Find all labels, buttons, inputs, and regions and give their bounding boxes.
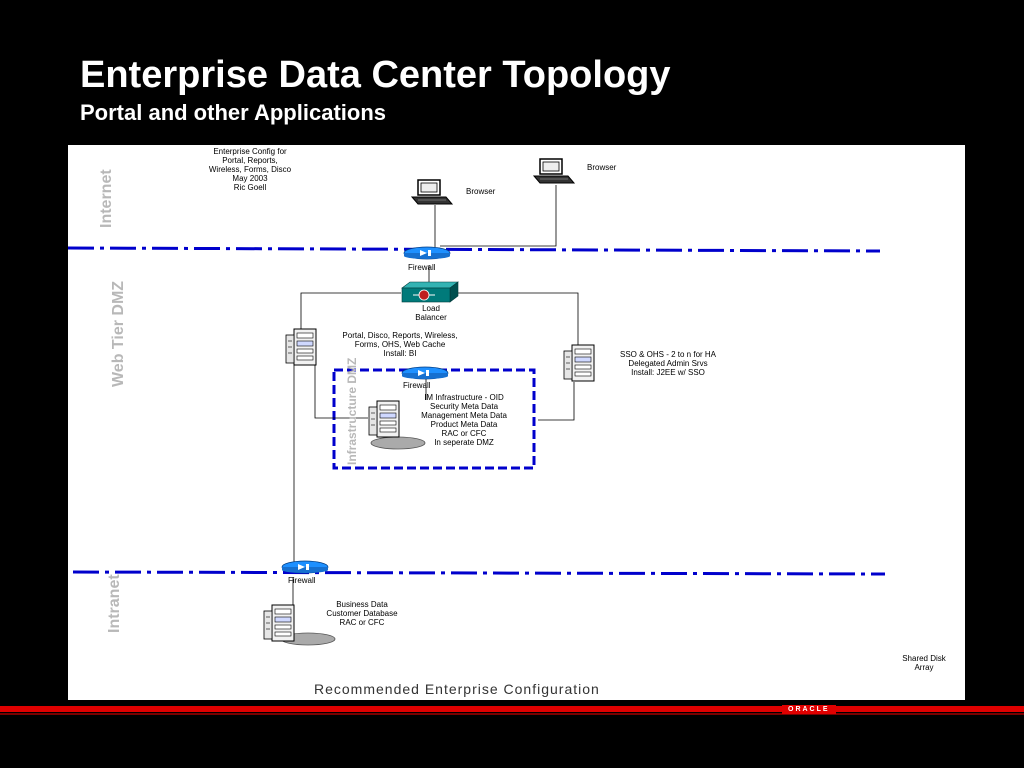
load-balancer-label-line: Load xyxy=(422,304,440,313)
business-data-label: Business Data Customer Database RAC or C… xyxy=(312,600,412,627)
diagram-graphics xyxy=(68,158,886,646)
connection-lines xyxy=(292,185,579,607)
im-infrastructure-label-line: Security Meta Data xyxy=(429,402,499,411)
shared-disk-label-line: Array xyxy=(914,663,934,672)
load-balancer-label: Load Balancer xyxy=(408,304,454,322)
oracle-logo: ORACLE xyxy=(782,705,836,714)
portal-server-label-line: Forms, OHS, Web Cache xyxy=(354,340,446,349)
sso-server-label-line: Delegated Admin Srvs xyxy=(628,359,708,368)
zone-label-internet: Internet xyxy=(98,169,115,228)
im-infrastructure-label-line: Product Meta Data xyxy=(430,420,498,429)
header-note-line: Wireless, Forms, Disco xyxy=(208,165,292,174)
slide-title: Enterprise Data Center Topology xyxy=(80,54,671,96)
header-note-line: Ric Goell xyxy=(233,183,267,192)
firewall-infra-icon xyxy=(401,366,449,380)
business-data-label-line: Business Data xyxy=(336,600,388,609)
intranet-boundary-line xyxy=(72,570,886,576)
portal-server-label: Portal, Disco, Reports, Wireless, Forms,… xyxy=(320,331,480,358)
shared-disk-label: Shared Disk Array xyxy=(886,654,962,672)
browser-1-label: Browser xyxy=(466,187,496,196)
topology-diagram: Enterprise Config for Portal, Reports, W… xyxy=(68,145,965,700)
business-data-label-line: RAC or CFC xyxy=(339,618,385,627)
business-data-label-line: Customer Database xyxy=(326,609,398,618)
sso-server-label: SSO & OHS - 2 to n for HA Delegated Admi… xyxy=(598,350,738,377)
sso-server-label-line: Install: J2EE w/ SSO xyxy=(631,368,705,377)
im-infrastructure-label-line: IM Infrastructure - OID xyxy=(424,393,504,402)
diagram-footer-caption: Recommended Enterprise Configuration xyxy=(314,681,600,697)
portal-server-label-line: Portal, Disco, Reports, Wireless, xyxy=(342,331,458,340)
browser-1-computer-icon xyxy=(411,179,453,205)
sso-server-icon xyxy=(563,344,595,382)
firewall-top-label: Firewall xyxy=(408,263,436,272)
firewall-top-icon xyxy=(403,246,451,260)
shared-disk-label-line: Shared Disk xyxy=(902,654,946,663)
header-note-line: May 2003 xyxy=(232,174,268,183)
im-infrastructure-label: IM Infrastructure - OID Security Meta Da… xyxy=(404,393,524,447)
slide-subtitle: Portal and other Applications xyxy=(80,100,386,125)
header-note-line: Enterprise Config for xyxy=(213,147,287,156)
accent-bar-shadow xyxy=(0,713,1024,715)
firewall-infra-label: Firewall xyxy=(403,381,431,390)
browser-2-computer-icon xyxy=(533,158,575,184)
internet-boundary-line xyxy=(68,246,881,253)
portal-server-icon xyxy=(285,328,317,366)
accent-bar xyxy=(0,706,1024,712)
zone-label-infrastructure-dmz: Infrastructure DMZ xyxy=(345,357,359,465)
im-infrastructure-server-icon xyxy=(368,400,426,450)
portal-server-label-line: Install: BI xyxy=(383,349,417,358)
business-data-server-icon xyxy=(263,604,336,646)
load-balancer-icon xyxy=(401,281,459,303)
im-infrastructure-label-line: RAC or CFC xyxy=(441,429,487,438)
firewall-bottom-icon xyxy=(281,560,329,574)
im-infrastructure-label-line: Management Meta Data xyxy=(421,411,507,420)
firewall-bottom-label: Firewall xyxy=(288,576,316,585)
header-note: Enterprise Config for Portal, Reports, W… xyxy=(176,147,324,192)
im-infrastructure-label-line: In seperate DMZ xyxy=(434,438,494,447)
zone-label-web-tier-dmz: Web Tier DMZ xyxy=(110,280,127,387)
header-note-line: Portal, Reports, xyxy=(222,156,278,165)
zone-label-intranet: Intranet xyxy=(106,574,123,633)
load-balancer-label-line: Balancer xyxy=(415,313,447,322)
sso-server-label-line: SSO & OHS - 2 to n for HA xyxy=(619,350,717,359)
browser-2-label: Browser xyxy=(587,163,617,172)
